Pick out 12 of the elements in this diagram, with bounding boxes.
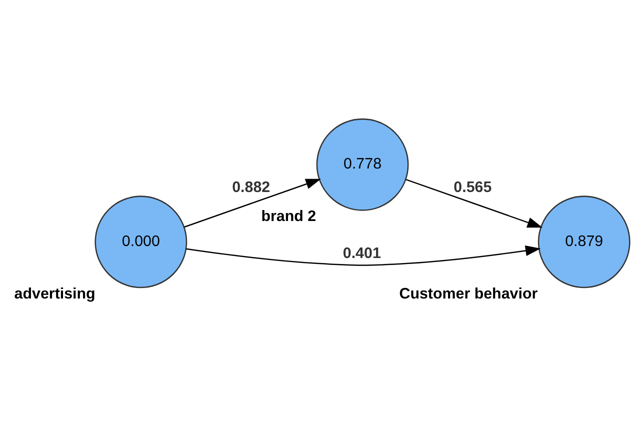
node-label: brand 2 — [261, 208, 316, 226]
node-circle: 0.879 — [538, 196, 630, 288]
arrow — [406, 178, 543, 228]
edge-label: 0.882 — [232, 179, 270, 196]
arrow — [184, 178, 321, 228]
arrow — [186, 245, 541, 266]
edge-label: 0.401 — [342, 244, 381, 262]
node-label: Customer behavior — [399, 285, 538, 302]
node-circle: 0.778 — [316, 118, 409, 211]
node-label: advertising — [14, 285, 96, 302]
node-circle: 0.000 — [94, 196, 188, 288]
edge-label: 0.565 — [454, 179, 492, 196]
